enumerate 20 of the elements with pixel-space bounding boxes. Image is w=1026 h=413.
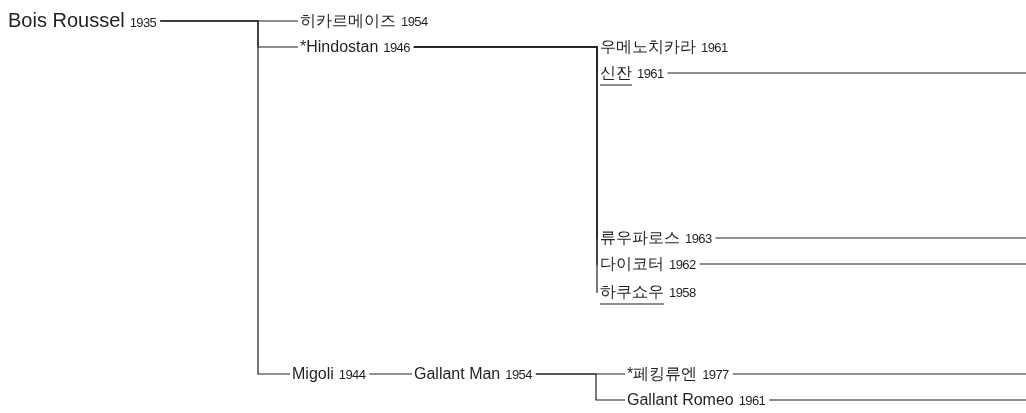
horse-entry: 신잔 1961	[600, 62, 664, 84]
connector-line	[666, 72, 1026, 74]
horse-entry: Bois Roussel 1935	[8, 9, 157, 33]
connector-line	[159, 20, 291, 375]
horse-entry: 하쿠쇼우 1958	[600, 281, 696, 303]
connector-line	[732, 373, 1026, 375]
connector-line	[698, 263, 1026, 265]
horse-entry: Gallant Romeo 1961	[627, 389, 766, 411]
horse-entry: *페킹류엔 1977	[627, 363, 729, 385]
horse-entry: *Hindostan 1946	[300, 36, 410, 58]
connector-line	[768, 399, 1026, 401]
horse-entry: 류우파로스 1963	[600, 227, 712, 249]
horse-entry: 히카르메이즈 1954	[300, 10, 428, 32]
connector-line	[714, 237, 1026, 239]
horse-entry: 다이코터 1962	[600, 253, 696, 275]
horse-entry: Gallant Man 1954	[414, 363, 532, 385]
connector-line	[368, 373, 413, 375]
horse-entry: Migoli 1944	[292, 363, 366, 385]
connector-line	[535, 373, 626, 401]
horse-entry: 우메노치카라 1961	[600, 36, 728, 58]
